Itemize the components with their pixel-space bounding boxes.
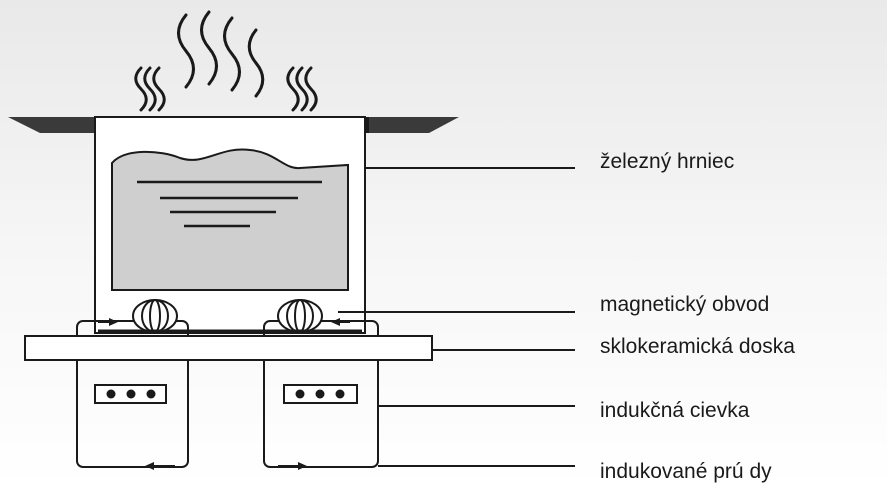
magnetic-circuit-loop-right [277, 299, 323, 333]
heat-lines [137, 180, 322, 228]
steam-line [134, 66, 148, 112]
coil-winding-left [94, 384, 167, 404]
steam-lines [134, 10, 318, 112]
label-magnetic-circuit: magnetický obvod [600, 293, 770, 316]
hob-surface-right [365, 117, 459, 133]
hob-surface-left [8, 117, 102, 133]
steam-line [177, 13, 195, 89]
steam-line [200, 10, 218, 86]
label-glass-ceramic-plate: sklokeramická doska [600, 335, 795, 358]
induction-coil-housing-left [76, 320, 189, 468]
steam-line [286, 66, 300, 112]
magnetic-circuit-loop-left [132, 299, 178, 333]
steam-line [223, 16, 241, 92]
leader-lines [338, 167, 575, 467]
glass-ceramic-plate-front [24, 335, 433, 361]
label-eddy-currents: indukované prú dy [600, 460, 772, 483]
steam-line [304, 66, 318, 112]
steam-line [143, 66, 157, 112]
pot-liquid [111, 148, 349, 291]
label-iron-pot: železný hrniec [600, 150, 735, 173]
label-induction-coil: indukčná cievka [600, 399, 750, 422]
steam-line [247, 28, 265, 98]
steam-line [152, 66, 166, 112]
coil-winding-right [283, 384, 358, 404]
steam-line [295, 66, 309, 112]
current-arrows [98, 318, 350, 470]
